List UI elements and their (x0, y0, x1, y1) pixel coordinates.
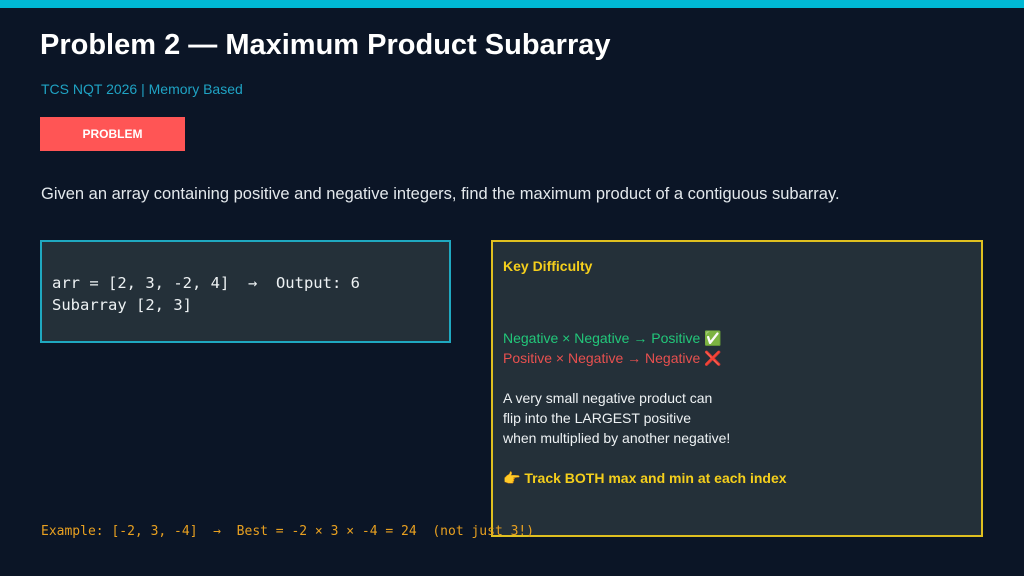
key-difficulty-box: Key Difficulty Negative × Negative → Pos… (491, 240, 983, 537)
code-line: Subarray [2, 3] (52, 296, 192, 314)
top-accent-bar (0, 0, 1024, 8)
tip-text: 👉 Track BOTH max and min at each index (503, 470, 787, 486)
problem-description: Given an array containing positive and n… (41, 185, 840, 203)
subtitle: TCS NQT 2026 | Memory Based (41, 81, 243, 97)
rule-positive: Negative × Negative → Positive ✅ (503, 330, 722, 346)
rule-negative: Positive × Negative → Negative ❌ (503, 350, 722, 366)
explain-line: when multiplied by another negative! (503, 430, 731, 446)
key-heading: Key Difficulty (503, 258, 593, 274)
code-example-box: arr = [2, 3, -2, 4] → Output: 6 Subarray … (40, 240, 451, 343)
problem-badge: PROBLEM (40, 117, 185, 151)
example-text: Example: [-2, 3, -4] → Best = -2 × 3 × -… (41, 524, 535, 539)
explain-line: flip into the LARGEST positive (503, 410, 692, 426)
code-line: arr = [2, 3, -2, 4] → Output: 6 (52, 274, 360, 292)
page-title: Problem 2 — Maximum Product Subarray (40, 29, 611, 61)
explain-line: A very small negative product can (503, 390, 713, 406)
